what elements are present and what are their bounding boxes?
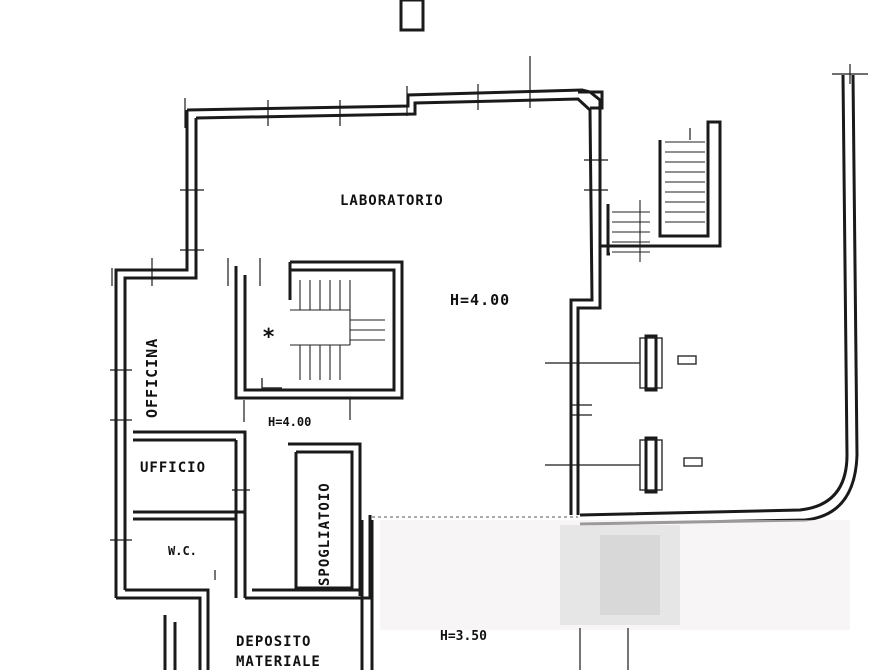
column-markers — [545, 334, 703, 494]
room-labels: LABORATORIO H=4.00 * H=4.00 OFFICINA UFF… — [140, 193, 510, 670]
wall-ticks — [110, 56, 608, 580]
label-height-laboratorio: H=4.00 — [450, 291, 510, 309]
top-duct — [399, 0, 425, 32]
left-rooms — [116, 430, 247, 670]
label-ufficio: UFFICIO — [140, 460, 206, 476]
label-deposito-line1: DEPOSITO — [236, 634, 311, 650]
label-height-corridor: H=4.00 — [268, 415, 311, 429]
label-stair-mark: * — [262, 325, 276, 350]
spogliatoio-walls — [245, 442, 374, 670]
watermark-area — [380, 520, 850, 670]
label-deposito-line2: MATERIALE — [236, 654, 321, 670]
label-wc: W.C. — [168, 544, 197, 558]
label-officina: OFFICINA — [143, 338, 161, 418]
internal-stair — [234, 260, 404, 400]
label-laboratorio: LABORATORIO — [340, 193, 444, 209]
external-stair — [598, 120, 722, 262]
right-boundary — [579, 64, 868, 526]
label-height-deposito: H=3.50 — [440, 629, 487, 644]
label-spogliatoio: SPOGLIATOIO — [317, 482, 333, 586]
